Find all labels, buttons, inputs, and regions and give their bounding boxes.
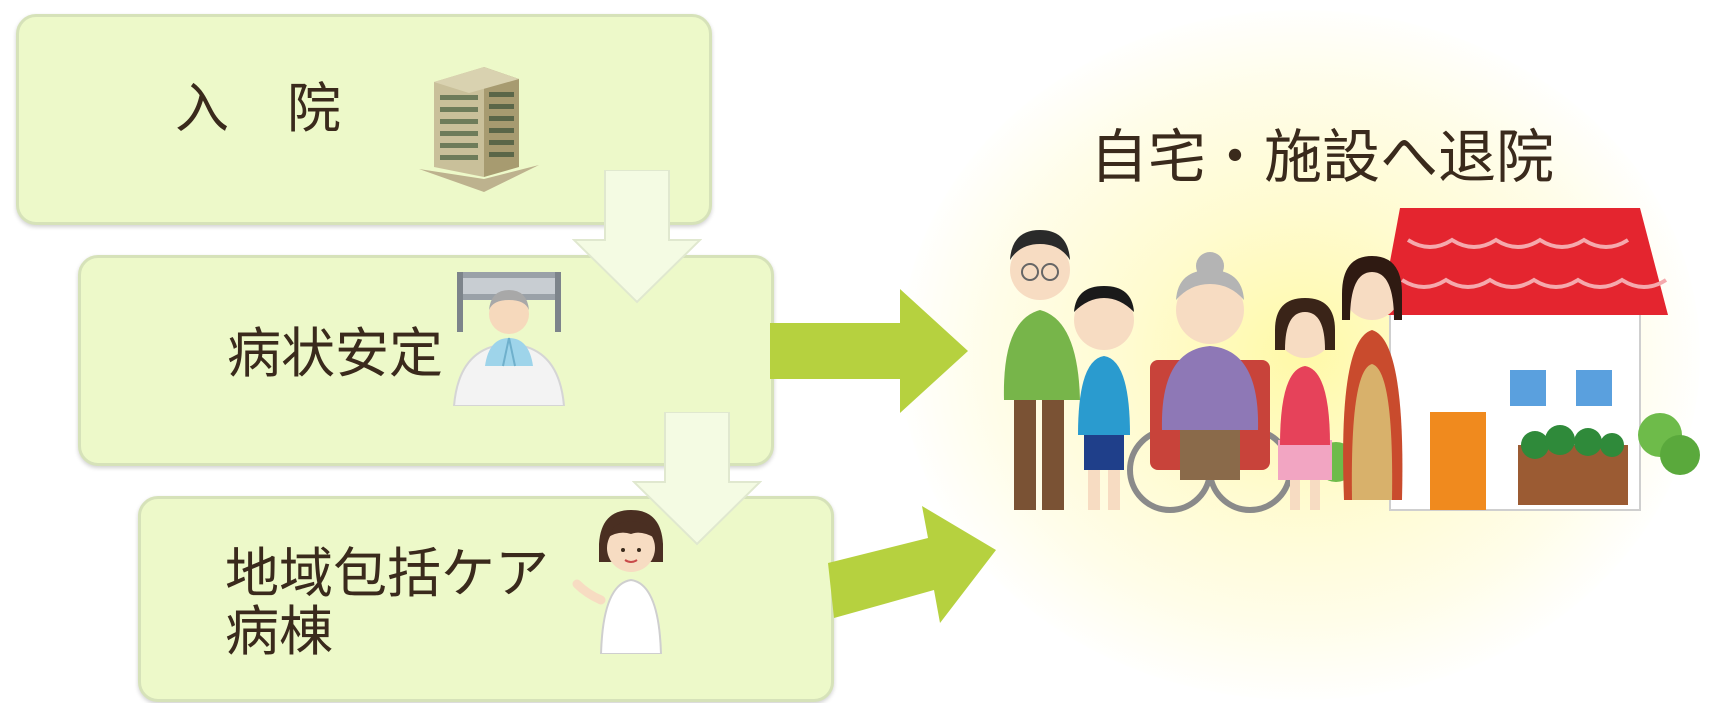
step-stabilized-label: 病状安定 bbox=[227, 322, 443, 385]
nurse-icon bbox=[572, 510, 663, 654]
hospital-building-icon bbox=[419, 67, 539, 192]
step-community-care-ward: 地域包括ケア病棟 bbox=[138, 496, 834, 702]
right-arrow-stabilized-to-home bbox=[770, 289, 968, 413]
step-admission-label: 入 院 bbox=[175, 77, 343, 140]
step-admission: 入 院 bbox=[16, 14, 712, 225]
step-community-care-ward-label: 地域包括ケア病棟 bbox=[225, 542, 549, 663]
down-arrow-1-to-2 bbox=[572, 170, 702, 304]
family-at-home-icon bbox=[1003, 208, 1700, 513]
right-arrow-ward-to-home bbox=[828, 506, 996, 623]
patient-in-bed-icon bbox=[452, 272, 566, 406]
step-stabilized: 病状安定 bbox=[78, 255, 774, 466]
discharge-title: 自宅・施設へ退院 bbox=[1090, 123, 1555, 191]
down-arrow-2-to-3 bbox=[632, 412, 762, 546]
